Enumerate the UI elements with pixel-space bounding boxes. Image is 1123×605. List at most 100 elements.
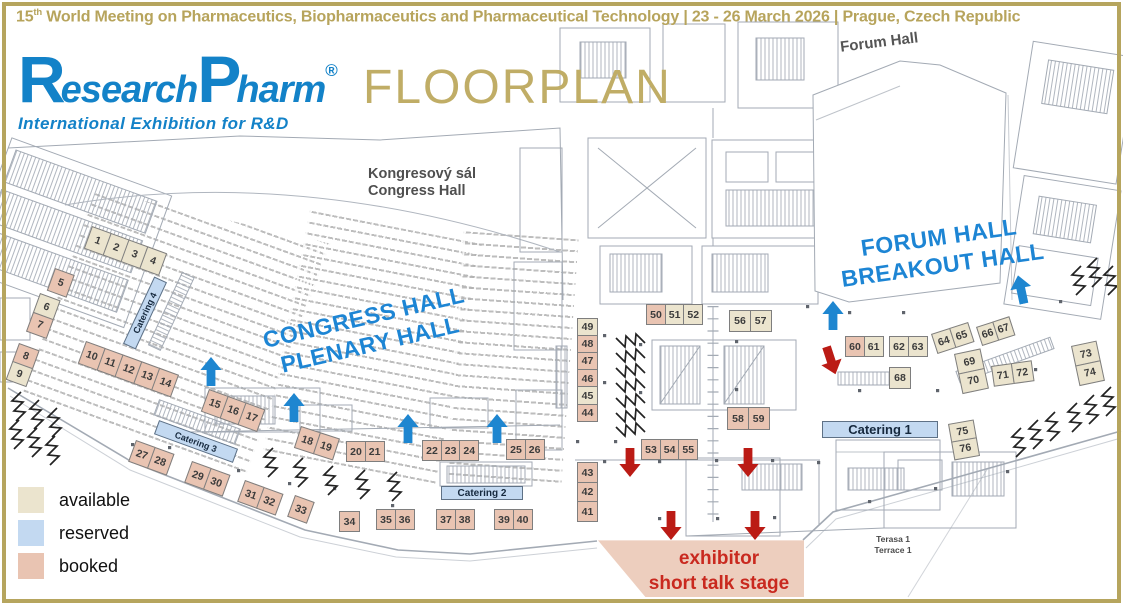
catering-bar-1: Catering 1 — [822, 420, 938, 438]
booth-number: 14 — [157, 375, 174, 391]
booth-number: 25 — [510, 443, 522, 456]
logo-letter-r: R — [18, 42, 66, 116]
booth-number: 31 — [243, 486, 259, 503]
legend-item-available: available — [18, 487, 130, 513]
booth-number: 6 — [41, 299, 52, 314]
booth-number: 10 — [84, 348, 100, 364]
entrance-arrow-up-icon — [486, 414, 508, 443]
page-title: FLOORPLAN — [363, 61, 672, 114]
booth-number: 36 — [398, 513, 411, 526]
booth-number: 12 — [121, 361, 137, 377]
legend-item-reserved: reserved — [18, 520, 130, 546]
congress-hall-label-en: Congress Hall — [368, 183, 466, 200]
booth-number: 27 — [134, 446, 150, 463]
booth-55: 55 — [678, 439, 699, 460]
booth-number: 19 — [318, 438, 334, 454]
legend: available reserved booked — [18, 487, 130, 586]
booth-52: 52 — [683, 304, 704, 325]
booth-number: 51 — [668, 308, 681, 321]
booth-number: 73 — [1078, 346, 1093, 361]
stage-arrow-down-icon — [737, 448, 759, 477]
booth-48: 48 — [577, 335, 598, 354]
booth-56: 56 — [729, 310, 751, 332]
booth-number: 42 — [581, 486, 594, 499]
booth-number: 46 — [581, 372, 594, 385]
booth-number: 24 — [463, 444, 476, 457]
event-title-superscript: th — [33, 7, 42, 18]
stage-label-line2: short talk stage — [648, 572, 790, 594]
stage-arrow-down-icon — [744, 511, 766, 540]
booth-number: 57 — [754, 315, 767, 327]
booth-number: 37 — [440, 513, 452, 526]
booth-number: 38 — [458, 513, 471, 526]
booth-number: 22 — [426, 444, 438, 457]
entrance-arrow-up-icon — [1007, 273, 1035, 306]
booth-72: 72 — [1010, 360, 1035, 385]
booth-number: 72 — [1015, 365, 1029, 379]
booth-number: 44 — [581, 406, 594, 419]
legend-label-available: available — [59, 489, 131, 510]
booth-57: 57 — [749, 310, 772, 332]
legend-swatch-available — [18, 487, 44, 513]
logo-wordmark: ResearchPharm® — [18, 46, 338, 112]
booth-strip: 22 23 24 — [422, 440, 480, 461]
booth-number: 4 — [148, 254, 158, 268]
event-title-number: 15 — [16, 8, 34, 26]
catering-label: Catering 1 — [848, 421, 912, 437]
booth-strip: 50 51 52 — [646, 304, 704, 325]
logo-word-pharm: harm — [236, 69, 326, 111]
booth-strip: 34 — [339, 511, 360, 532]
booth-number: 69 — [962, 354, 977, 369]
booth-26: 26 — [524, 439, 545, 460]
terrace-label-cs: Terasa 1 — [876, 534, 910, 544]
entrance-arrow-up-icon — [200, 357, 222, 386]
booth-63: 63 — [907, 336, 928, 357]
logo-tagline: International Exhibition for R&D — [18, 114, 289, 133]
registered-trademark-icon: ® — [325, 61, 338, 80]
booth-number: 47 — [581, 355, 594, 368]
booth-number: 9 — [14, 367, 25, 381]
legend-swatch-reserved — [18, 520, 44, 546]
booth-36: 36 — [394, 509, 415, 530]
stage-arrow-down-icon — [619, 448, 641, 477]
booth-number: 74 — [1083, 365, 1097, 380]
booth-68: 68 — [889, 367, 911, 389]
booth-number: 8 — [21, 349, 31, 363]
booth-number: 23 — [444, 444, 457, 457]
booth-59: 59 — [747, 407, 770, 430]
booth-number: 50 — [650, 308, 662, 321]
booth-number: 53 — [645, 443, 657, 456]
stage-arrow-down-icon — [660, 511, 682, 540]
booth-number: 30 — [208, 474, 224, 490]
booth-number: 41 — [581, 505, 594, 518]
booth-number: 66 — [980, 326, 996, 342]
booth-number: 52 — [687, 308, 700, 321]
logo-letter-p: P — [197, 42, 242, 116]
booth-23: 23 — [440, 440, 461, 461]
booth-number: 20 — [350, 445, 362, 458]
entrance-arrow-up-icon — [283, 393, 305, 422]
booth-number: 26 — [528, 443, 541, 456]
booth-number: 29 — [190, 467, 206, 484]
booth-number: 7 — [35, 318, 45, 332]
legend-label-reserved: reserved — [59, 522, 130, 543]
booth-number: 70 — [966, 373, 981, 388]
booth-number: 76 — [958, 441, 973, 456]
booth-25: 25 — [506, 439, 526, 460]
booth-number: 54 — [663, 443, 676, 456]
booth-number: 75 — [955, 424, 970, 439]
researchpharm-logo: ResearchPharm® International Exhibition … — [18, 46, 338, 134]
booth-number: 43 — [581, 466, 594, 479]
stage-label-line1: exhibitor — [678, 548, 760, 569]
booth-34: 34 — [339, 511, 360, 532]
booth-number: 68 — [894, 372, 906, 384]
booth-39: 39 — [494, 509, 514, 530]
booth-50: 50 — [646, 304, 666, 325]
stage-label: exhibitor short talk stage — [598, 540, 804, 596]
